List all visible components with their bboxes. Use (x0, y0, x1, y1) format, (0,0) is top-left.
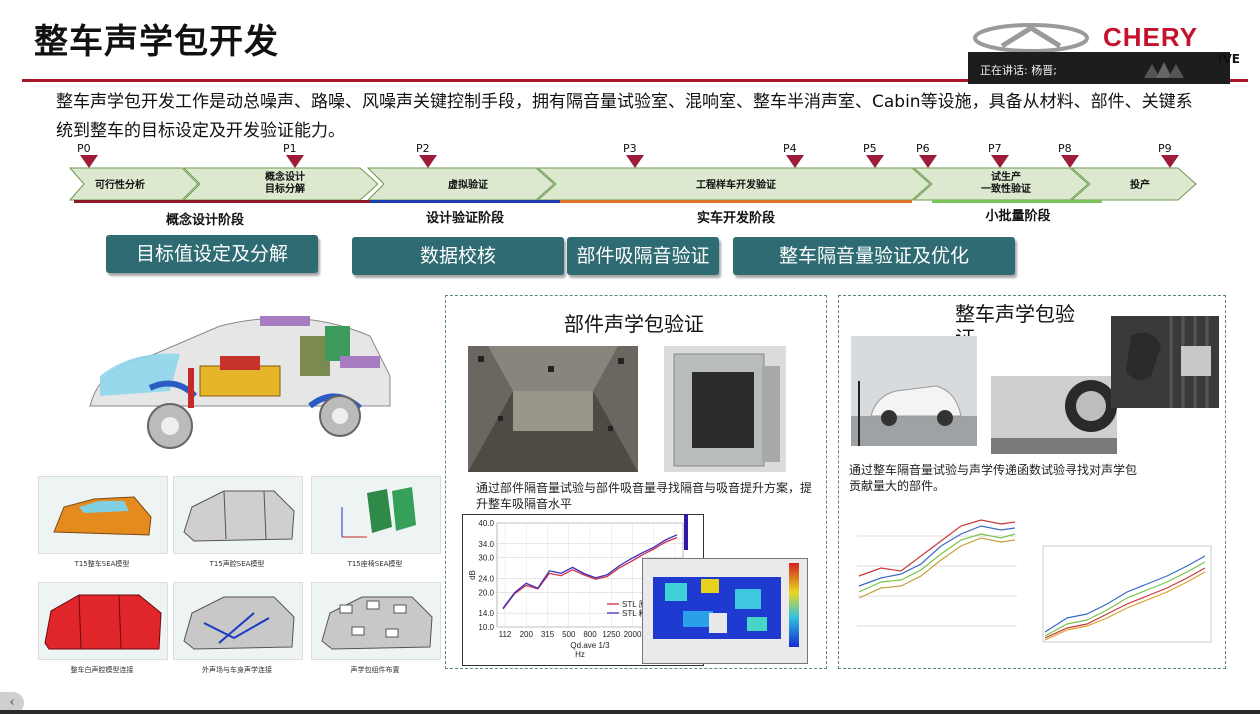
stage-chevron-6 (1070, 167, 1197, 201)
milestone-marker-P5 (866, 155, 884, 168)
milestone-label-P9: P9 (1158, 142, 1172, 155)
x-tick-label: 112 (499, 630, 512, 639)
sea-thumb-1 (38, 476, 168, 554)
pill-data-check: 数据校核 (352, 237, 564, 275)
phase-label-2: 设计验证阶段 (426, 210, 504, 226)
sea-caption-6: 声学包组件布置 (350, 666, 400, 674)
sea-thumb-5 (173, 582, 303, 660)
y-tick-label: 14.0 (478, 609, 494, 618)
milestone-label-P2: P2 (416, 142, 430, 155)
y-tick-label: 30.0 (478, 554, 494, 563)
reverberation-room-photo (468, 346, 638, 472)
phase-label-4: 小批量阶段 (985, 208, 1050, 224)
milestone-markers: P0 P1 P2 P3 P4 P5 P6 P7 P8 P9 (77, 142, 1179, 168)
milestone-label-P8: P8 (1058, 142, 1072, 155)
phase-label-3: 实车开发阶段 (697, 210, 775, 226)
stage-label-4: 工程样车开发验证 (696, 178, 776, 191)
milestone-marker-P4 (786, 155, 804, 168)
y-tick-label: 10.0 (478, 623, 494, 632)
audio-level-icon (1144, 62, 1184, 78)
sound-intensity-map (642, 558, 808, 664)
pill-target-setting: 目标值设定及分解 (106, 235, 318, 273)
milestone-label-P4: P4 (783, 142, 797, 155)
series-line-2 (502, 534, 678, 609)
bottom-bar (0, 710, 1260, 714)
vehicle-insulation-chart (851, 516, 1021, 634)
transfer-function-chart (1027, 532, 1223, 656)
milestone-marker-P1 (286, 155, 304, 168)
milestone-label-P6: P6 (916, 142, 930, 155)
test-cabin-photo (664, 346, 786, 472)
milestone-label-P3: P3 (623, 142, 637, 155)
y-tick-label: 34.0 (478, 540, 494, 549)
sea-caption-1: T15整车SEA模型 (74, 560, 130, 568)
phase-bar-3 (560, 200, 912, 203)
sea-thumb-6 (311, 582, 441, 660)
x-tick-label: 315 (541, 630, 555, 639)
sea-caption-4: 整车白声腔模型连接 (70, 666, 134, 674)
slide-title: 整车声学包开发 (34, 22, 279, 62)
semi-anechoic-room-photo (851, 336, 977, 446)
y-axis-label: dB (468, 570, 477, 580)
pill-vehicle-verification: 整车隔音量验证及优化 (733, 237, 1015, 275)
stage-label-1: 可行性分析 (95, 178, 145, 191)
component-verification-panel: 部件声学包验证 通过部件隔音量试验与部件吸音量寻找隔音与吸音提升方案，提升整车吸… (445, 295, 827, 669)
sea-caption-3: T15座椅SEA模型 (347, 560, 403, 568)
y-tick-label: 40.0 (478, 519, 494, 528)
component-panel-text: 通过部件隔音量试验与部件吸音量寻找隔音与吸音提升方案，提升整车吸隔音水平 (476, 481, 813, 511)
milestone-label-P0: P0 (77, 142, 91, 155)
milestone-label-P1: P1 (283, 142, 297, 155)
sea-thumb-2 (173, 476, 303, 554)
vehicle-verification-panel: 整车声学包验证 通过整车隔音量试验与声学传递函数试验寻找对声学包贡献量大的部件。 (838, 295, 1226, 669)
x-tick-label: 2000 (624, 630, 642, 639)
milestone-marker-P0 (80, 155, 98, 168)
x-axis-label: Qd.ave 1/3 (570, 641, 610, 650)
brand-wordmark-tail: IVE (1218, 52, 1240, 66)
component-panel-title: 部件声学包验证 (564, 312, 704, 336)
stage-label-5: 试生产一致性验证 (981, 170, 1031, 195)
sea-caption-2: T15声腔SEA模型 (209, 560, 265, 568)
x-tick-label: 200 (520, 630, 534, 639)
stage-label-6: 投产 (1130, 178, 1150, 191)
stage-label-2: 概念设计目标分解 (265, 170, 305, 195)
stage-label-3: 虚拟验证 (448, 178, 488, 191)
series-line-1 (502, 536, 678, 610)
phase-bar-1 (74, 200, 370, 203)
milestone-marker-P2 (419, 155, 437, 168)
milestone-label-P5: P5 (863, 142, 877, 155)
wheel-test-photo (991, 376, 1117, 454)
milestone-marker-P9 (1161, 155, 1179, 168)
phase-bar-2 (370, 200, 560, 203)
milestone-marker-P3 (626, 155, 644, 168)
x-axis-unit: Hz (575, 650, 585, 659)
x-tick-label: 1250 (602, 630, 620, 639)
intro-paragraph: 整车声学包开发工作是动总噪声、路噪、风噪声关键控制手段，拥有隔音量试验室、混响室… (56, 92, 1193, 141)
car-acoustic-package-illustration (89, 316, 391, 449)
chart-edge-marker (684, 514, 688, 550)
sea-thumb-4 (38, 582, 168, 660)
speaking-label: 正在讲话: 杨晋; (980, 64, 1057, 77)
sea-thumb-3 (311, 476, 441, 554)
sea-caption-5: 外声场与车身声学连接 (202, 666, 272, 674)
x-tick-label: 500 (562, 630, 576, 639)
x-tick-label: 800 (583, 630, 597, 639)
speaking-indicator: 正在讲话: 杨晋; (968, 52, 1230, 84)
chevron-left-icon: ‹ (9, 695, 15, 710)
milestone-label-P7: P7 (988, 142, 1002, 155)
milestone-marker-P7 (991, 155, 1009, 168)
previous-slide-button[interactable]: ‹ (0, 692, 24, 714)
chery-logo-icon (973, 23, 1089, 53)
milestone-marker-P8 (1061, 155, 1079, 168)
phase-label-1: 概念设计阶段 (166, 212, 244, 228)
y-tick-label: 20.0 (478, 588, 494, 597)
milestone-marker-P6 (919, 155, 937, 168)
development-timeline: P0 P1 P2 P3 P4 P5 P6 P7 P8 P9 可行性分析 概念设计目标分解 虚拟验证… (68, 142, 1197, 228)
vehicle-panel-text: 通过整车隔音量试验与声学传递函数试验寻找对声学包贡献量大的部件。 (849, 463, 1138, 493)
title-rule (22, 79, 1248, 82)
anechoic-chamber-photo (1111, 316, 1219, 408)
phase-bar-4 (932, 200, 1102, 203)
y-tick-label: 24.0 (478, 574, 494, 583)
brand-wordmark: CHERY (1103, 22, 1199, 52)
pill-component-verification: 部件吸隔音验证 (567, 237, 719, 275)
